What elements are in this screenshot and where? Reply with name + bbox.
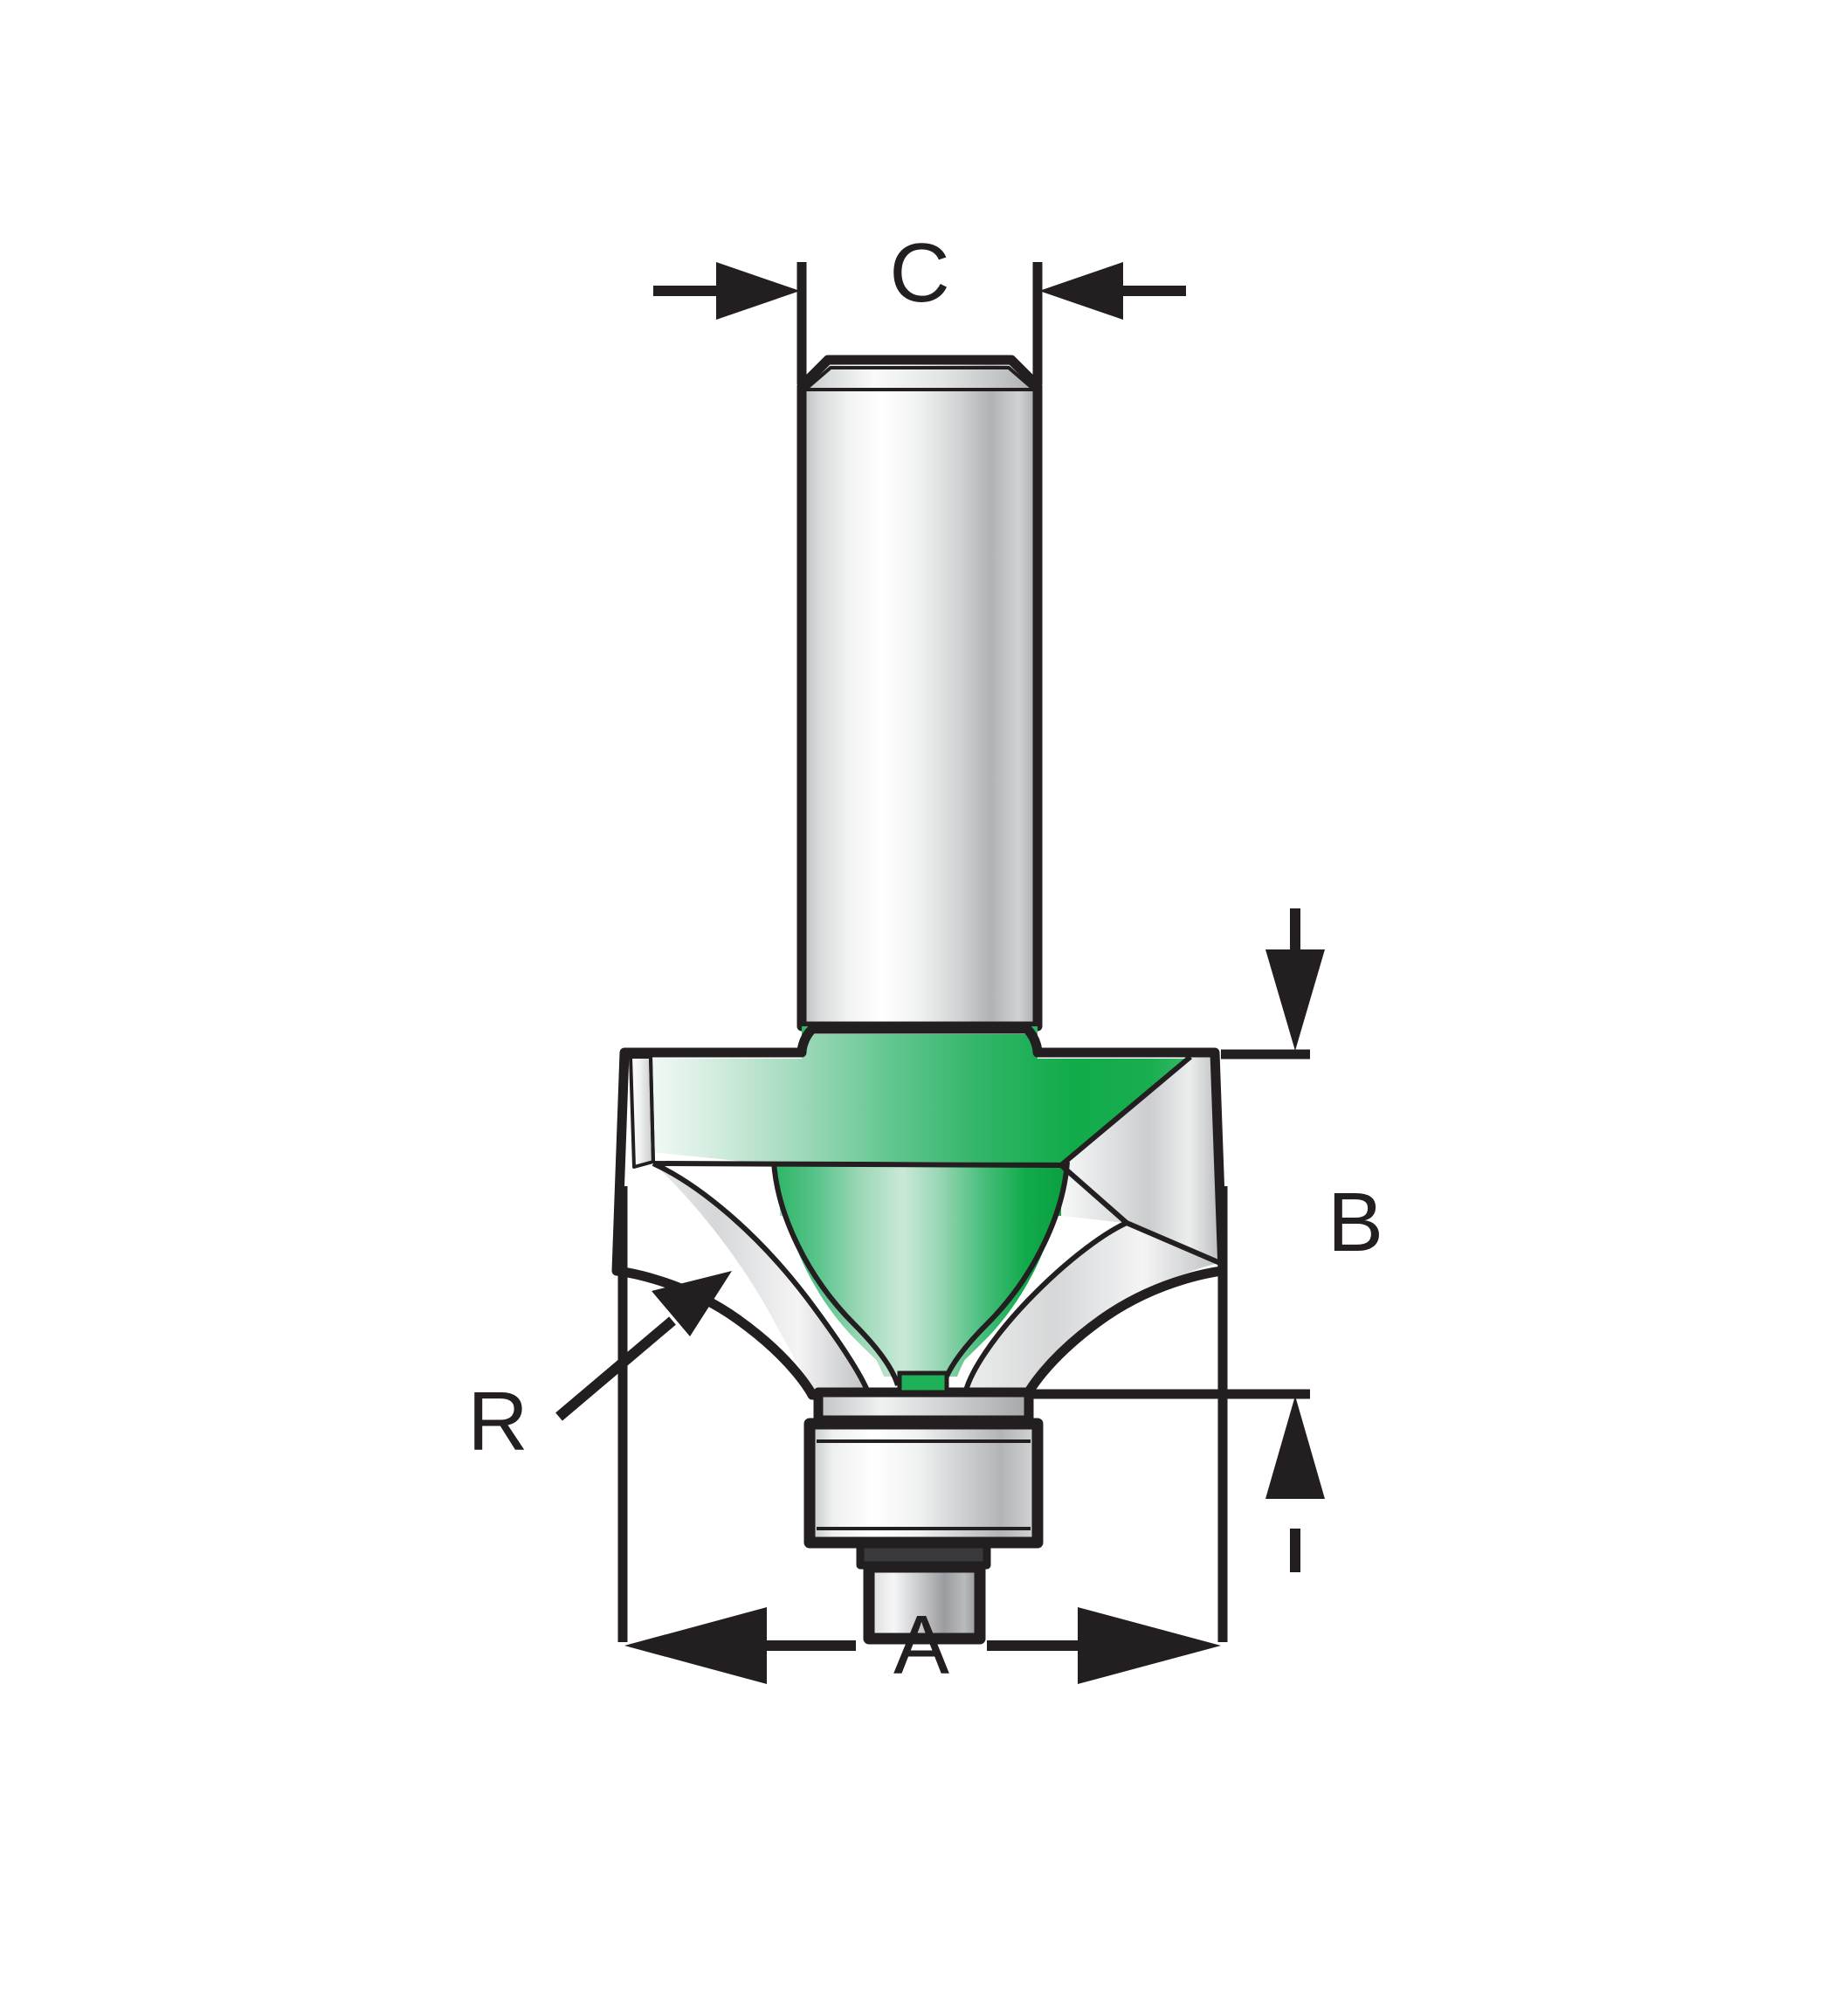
cutter-body-outline xyxy=(611,1024,1228,1400)
carbide-seat-sliver xyxy=(897,1370,949,1395)
dimension-label-c: C xyxy=(889,226,949,320)
cutter-right-facet-edge xyxy=(1059,1054,1192,1168)
ball-bearing-guide xyxy=(803,1418,1044,1549)
cutter-flange-bottom-edge xyxy=(652,1161,1062,1168)
cutter-left-facet-edge xyxy=(649,1056,655,1164)
cutter-green-right-edge xyxy=(963,1220,1128,1391)
cutter-right-facet xyxy=(1061,1057,1221,1260)
dimension-a: A xyxy=(617,1186,1228,1692)
carbide-right-boundary xyxy=(941,1161,1070,1386)
r-leader-arrow-head xyxy=(652,1271,732,1336)
shank-chamfer-line xyxy=(803,366,1036,391)
cutter-right-relief xyxy=(966,1223,1219,1391)
bearing-seat-washer xyxy=(813,1387,1034,1425)
c-arrow-right-head xyxy=(1039,262,1123,320)
a-arrow-right-head xyxy=(1078,1607,1221,1684)
carbide-lower-cone xyxy=(774,1162,1067,1385)
r-leader-shaft xyxy=(555,1316,676,1421)
dimension-c: C xyxy=(653,226,1186,384)
dimension-r: R xyxy=(467,1271,732,1468)
carbide-left-boundary xyxy=(771,1161,900,1386)
c-arrow-left-head xyxy=(716,262,800,320)
shank-body xyxy=(796,355,1043,1032)
dimension-b: B xyxy=(1031,908,1383,1572)
b-arrow-bottom-head xyxy=(1265,1396,1325,1499)
dimension-label-b: B xyxy=(1327,1176,1383,1269)
dimension-label-r: R xyxy=(467,1375,528,1468)
cutter-body xyxy=(611,1024,1228,1408)
bearing-assembly xyxy=(803,1370,1044,1645)
shank xyxy=(796,355,1043,1032)
b-arrow-top-head xyxy=(1265,949,1325,1051)
a-arrow-left-head xyxy=(624,1607,767,1684)
retaining-screw xyxy=(863,1561,986,1645)
bearing-lower-washer xyxy=(856,1540,991,1570)
cutter-green-left-edge xyxy=(652,1161,871,1394)
cutter-left-relief xyxy=(634,1163,868,1392)
dimension-label-a: A xyxy=(893,1598,949,1692)
